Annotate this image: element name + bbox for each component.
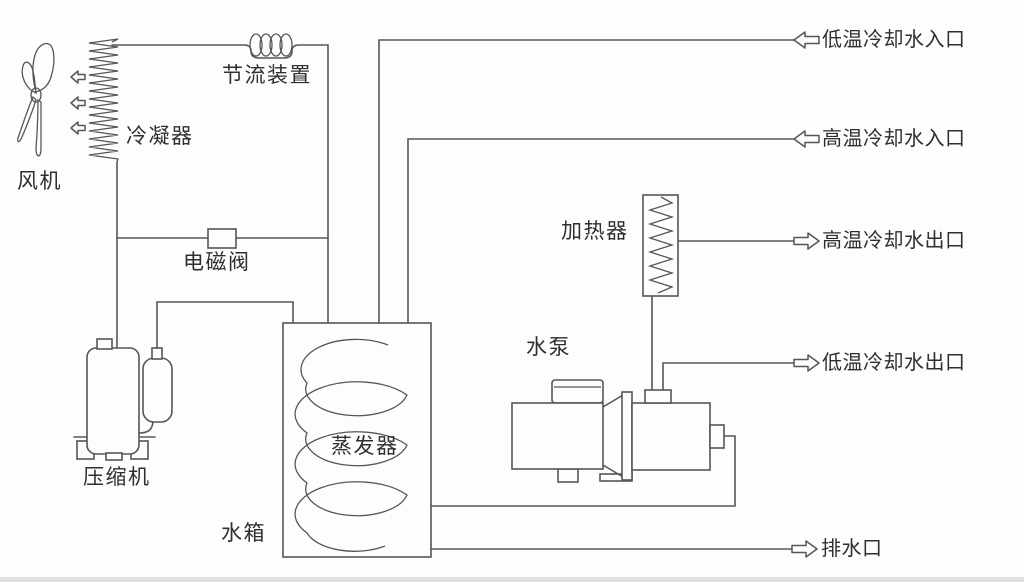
solenoid-valve-label: 电磁阀 bbox=[183, 250, 251, 274]
evaporator-label: 蒸发器 bbox=[331, 434, 399, 458]
accumulator-symbol bbox=[138, 347, 173, 434]
water-pump-symbol bbox=[511, 379, 725, 483]
low-temp-inlet-pipe bbox=[378, 39, 795, 324]
throttle-device-coil bbox=[249, 33, 293, 57]
solenoid-valve-symbol bbox=[207, 228, 237, 249]
throttle-pipe bbox=[111, 44, 329, 59]
high-temp-inlet-pipe bbox=[407, 138, 795, 324]
suction-pipe bbox=[156, 301, 294, 349]
fan-label: 风机 bbox=[17, 169, 62, 193]
low-temp-outlet-pipe bbox=[662, 362, 795, 395]
heater-symbol bbox=[642, 194, 679, 297]
pump-return-pipe bbox=[430, 435, 736, 507]
outlet-arrow-high-temp bbox=[793, 232, 820, 250]
inlet-arrow-high-temp bbox=[793, 130, 820, 148]
port-label-high-temp-outlet: 高温冷却水出口 bbox=[822, 230, 966, 252]
port-label-high-temp-inlet: 高温冷却水入口 bbox=[822, 128, 966, 150]
fan-icon bbox=[17, 42, 55, 157]
port-label-drain: 排水口 bbox=[821, 538, 883, 560]
water-tank-label: 水箱 bbox=[221, 521, 266, 545]
heater-label: 加热器 bbox=[561, 219, 629, 243]
outlet-arrow-low-temp bbox=[793, 354, 820, 372]
port-label-low-temp-inlet: 低温冷却水入口 bbox=[822, 29, 966, 51]
bottom-edge-band bbox=[0, 577, 1024, 582]
water-pump-label: 水泵 bbox=[526, 335, 571, 359]
throttle-label: 节流装置 bbox=[222, 63, 312, 87]
port-label-low-temp-outlet: 低温冷却水出口 bbox=[822, 352, 966, 374]
inlet-arrow-low-temp bbox=[793, 31, 820, 49]
water-tank-symbol bbox=[282, 322, 432, 558]
airflow-arrows bbox=[70, 70, 86, 135]
compressor-label: 压缩机 bbox=[83, 465, 151, 489]
drain-arrow bbox=[791, 540, 818, 558]
evaporator-coil bbox=[294, 338, 408, 552]
condenser-coil bbox=[88, 38, 119, 163]
condenser-label: 冷凝器 bbox=[126, 124, 194, 148]
compressor-symbol bbox=[73, 338, 156, 461]
